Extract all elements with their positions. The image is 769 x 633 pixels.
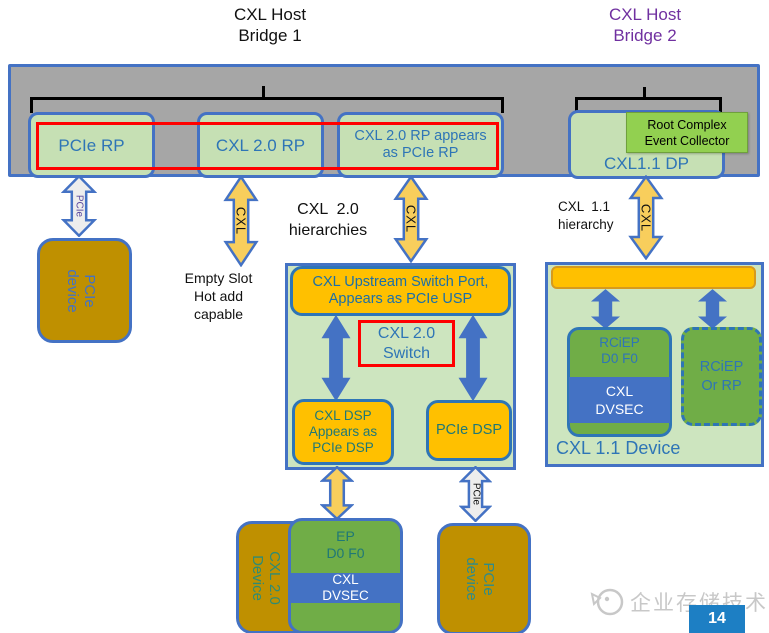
ep-label: EP D0 F0	[326, 528, 365, 561]
cxl11-device-label: CXL 1.1 Device	[556, 438, 681, 458]
rciep-dvsec-band: CXL DVSEC	[569, 377, 670, 423]
pcie-link-arrow-bottom: PCIe	[459, 466, 492, 522]
empty-slot-note: Empty Slot Hot add capable	[184, 270, 253, 322]
cxl20-hierarchies-label: CXL 2.0 hierarchies	[288, 201, 368, 239]
double-arrow-icon	[320, 314, 352, 402]
cxl-link-arrow-cxl11: CXL	[628, 175, 664, 260]
pcie-link-arrow: PCIe	[61, 175, 97, 237]
cxl-link-arrow-switch: CXL	[393, 175, 429, 263]
pcie-device-label: PCIe device	[63, 268, 98, 313]
rciep-box: RCiEP D0 F0 CXL DVSEC	[567, 327, 672, 437]
pcie-device-label: PCIe device	[463, 557, 498, 601]
bracket-tick	[643, 87, 646, 98]
cxl20-switch-label-box: CXL 2.0 Switch	[358, 320, 455, 367]
cxl11-dp-label: CXL1.1 DP	[603, 154, 690, 173]
bracket-tick	[262, 86, 265, 98]
double-arrow-icon	[628, 175, 664, 260]
cxl20-device-label: CXL 2.0 Device	[249, 550, 283, 605]
pcie-link-label: PCIe	[73, 194, 85, 218]
switch-internal-arrow	[320, 314, 352, 402]
rciep-or-rp-box: RCiEP Or RP	[681, 327, 762, 426]
cxl-link-label: CXL	[233, 206, 249, 236]
double-arrow-icon	[223, 175, 259, 267]
rciep-label: RCiEP D0 F0	[599, 335, 640, 366]
cxl11-internal-arrow	[697, 289, 728, 329]
cxl-link-label: CXL	[638, 203, 654, 232]
title-cxl-host-bridge-2: CXL Host Bridge 2	[608, 5, 682, 45]
cxl11-internal-arrow	[590, 289, 621, 329]
watermark-logo-icon	[590, 588, 624, 616]
bracket	[575, 97, 722, 113]
cxl20-rp-appears-label: CXL 2.0 RP appears as PCIe RP	[354, 128, 487, 161]
root-complex-event-collector-box: Root Complex Event Collector	[626, 112, 748, 153]
double-arrow-icon	[697, 289, 728, 329]
switch-internal-arrow	[457, 314, 489, 402]
double-arrow-icon	[590, 289, 621, 329]
cxl-usp-box: CXL Upstream Switch Port, Appears as PCI…	[290, 266, 511, 316]
double-arrow-icon	[393, 175, 429, 263]
cxl-link-arrow-ep	[320, 466, 354, 520]
double-arrow-icon	[457, 314, 489, 402]
title-cxl-host-bridge-1: CXL Host Bridge 1	[233, 5, 307, 45]
page-number-badge: 14	[689, 605, 745, 633]
pcie-rp-label: PCIe RP	[58, 135, 125, 155]
red-highlight	[36, 122, 499, 170]
ep-dvsec-band: CXL DVSEC	[290, 572, 401, 603]
pcie-device-box-top: PCIe device	[37, 238, 132, 343]
pcie-link-label: PCIe	[470, 482, 481, 506]
cxl20-rp-label: CXL 2.0 RP	[215, 135, 306, 155]
cxl-dsp-box: CXL DSP Appears as PCIe DSP	[292, 399, 394, 465]
pcie-device-box-bottom: PCIe device	[437, 523, 531, 633]
double-arrow-icon	[459, 466, 492, 522]
cxl-link-label: CXL	[403, 204, 419, 234]
cxl-link-arrow-empty-slot: CXL	[223, 175, 259, 267]
cxl11-hierarchy-label: CXL 1.1 hierarchy	[558, 199, 614, 232]
ep-box: EP D0 F0 CXL DVSEC	[288, 518, 403, 633]
pcie-dsp-box: PCIe DSP	[426, 400, 512, 461]
double-arrow-icon	[320, 466, 354, 520]
cxl11-upstream-port-bar	[551, 266, 756, 289]
double-arrow-icon	[61, 175, 97, 237]
bracket	[30, 97, 504, 113]
